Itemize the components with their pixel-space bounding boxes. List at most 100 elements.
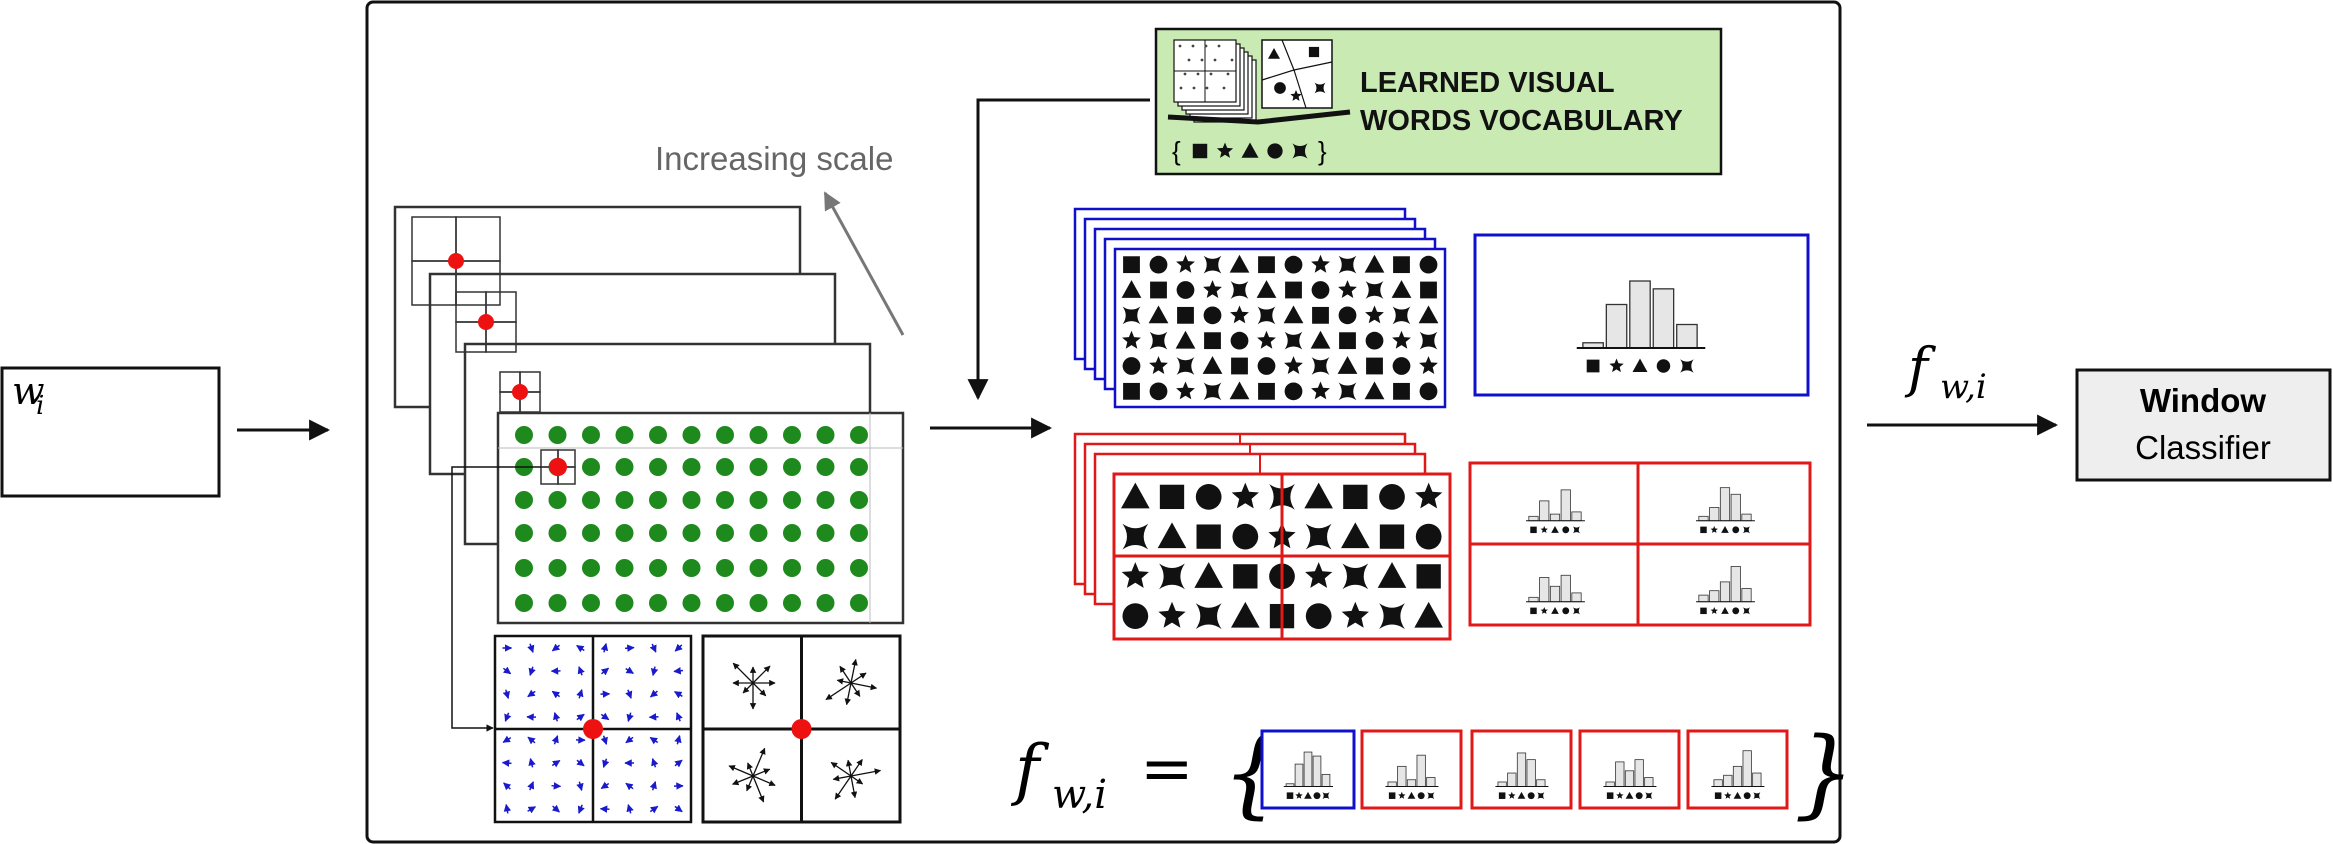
- dense-grid-point: [615, 491, 634, 509]
- circle-icon: [1176, 281, 1195, 299]
- dense-grid-point: [515, 594, 533, 612]
- gradient-arrow: [625, 689, 633, 699]
- star-icon: [1311, 381, 1330, 400]
- square-icon: [1700, 526, 1707, 534]
- gradient-arrow: [501, 759, 512, 767]
- keypoint-marker: [791, 719, 812, 739]
- circle-icon: [1338, 306, 1357, 325]
- gradient-arrow: [649, 643, 657, 653]
- dense-grid-point: [749, 559, 768, 577]
- star-icon: [1216, 142, 1234, 158]
- vocabulary-arrow: [967, 98, 1150, 401]
- circle-icon: [1419, 382, 1438, 401]
- circle-icon: [1392, 357, 1411, 375]
- square-icon: [1393, 382, 1410, 400]
- circle-icon: [1417, 792, 1425, 800]
- histogram-bar: [1709, 507, 1720, 522]
- gradient-arrow: [625, 735, 634, 744]
- square-icon: [1606, 792, 1614, 799]
- gradient-arrow: [502, 666, 512, 675]
- vocab-patch-dot: [1192, 86, 1196, 90]
- triangle-icon: [1194, 562, 1223, 588]
- dense-grid-point: [548, 426, 567, 444]
- histogram-bar: [1416, 754, 1426, 787]
- gradient-arrow: [674, 643, 683, 652]
- circle-icon: [1313, 792, 1321, 800]
- gradient-arrow: [624, 644, 635, 652]
- descriptor-grid-cell: [485, 321, 517, 353]
- orientation-arrow: [850, 682, 878, 691]
- histogram-bar: [1634, 759, 1644, 787]
- square-icon: [1123, 382, 1140, 400]
- orientation-arrow: [850, 775, 858, 799]
- square-icon: [1233, 564, 1258, 589]
- bowtie-icon: [1645, 792, 1653, 800]
- bowtie-icon: [1305, 523, 1332, 550]
- square-icon: [1343, 484, 1368, 510]
- histogram-bar: [1528, 596, 1539, 603]
- vocabulary-shapes: [1192, 142, 1308, 159]
- vocabulary-brace-open: {: [1172, 136, 1181, 166]
- orientation-arrow: [845, 759, 853, 777]
- circle-icon: [1230, 331, 1249, 350]
- vocab-patch-dot: [1205, 86, 1209, 90]
- vocab-patch-dot: [1217, 44, 1221, 48]
- dense-grid-point: [716, 426, 734, 444]
- bowtie-icon: [1537, 792, 1545, 800]
- equation-equals: =: [1140, 732, 1194, 806]
- bowtie-icon: [1314, 82, 1326, 94]
- gradient-arrow: [626, 712, 634, 723]
- dense-grid-point: [582, 491, 600, 509]
- star-icon: [1540, 526, 1548, 533]
- gradient-arrow: [502, 689, 510, 700]
- square-icon: [1258, 382, 1275, 400]
- gradient-arrow: [577, 804, 585, 814]
- gradient-arrow: [576, 713, 585, 722]
- histogram-bar: [1652, 288, 1675, 349]
- dense-grid-point: [783, 491, 801, 509]
- histogram-bar: [1698, 515, 1709, 522]
- scale-pyramid: [393, 205, 905, 732]
- orientation-arrow: [752, 682, 767, 697]
- level0-front-sheet: [1113, 247, 1447, 409]
- star-icon: [1203, 280, 1222, 298]
- circle-icon: [1415, 523, 1442, 550]
- circle-icon: [1562, 607, 1570, 615]
- orientation-arrow: [850, 682, 861, 697]
- dense-grid-point: [816, 594, 835, 612]
- orientation-arrow: [834, 775, 852, 800]
- bowtie-icon: [1203, 382, 1222, 401]
- gradient-arrow: [675, 712, 683, 722]
- square-icon: [1159, 484, 1185, 510]
- vocabulary-underline: [1167, 109, 1351, 125]
- square-icon: [1123, 256, 1140, 274]
- star-icon: [1176, 254, 1195, 273]
- gradient-arrow: [600, 735, 608, 745]
- orientation-arrow: [825, 682, 852, 701]
- dense-grid-point: [850, 491, 868, 509]
- triangle-icon: [1418, 305, 1439, 324]
- gradient-arrow: [649, 805, 659, 814]
- histogram-bar: [1698, 594, 1709, 603]
- pyramid-layer-front: [496, 411, 905, 625]
- square-icon: [1416, 564, 1441, 589]
- triangle-icon: [1364, 381, 1385, 400]
- circle-icon: [1379, 484, 1405, 510]
- gradient-arrow: [503, 782, 512, 791]
- circle-icon: [1257, 357, 1276, 375]
- star-icon: [1341, 601, 1369, 628]
- gradient-arrow: [527, 643, 535, 653]
- circle-icon: [1311, 281, 1330, 299]
- dense-grid-point: [615, 426, 634, 444]
- dense-grid-point: [582, 524, 600, 542]
- gradient-arrow: [674, 734, 682, 745]
- orientation-arrow: [850, 768, 882, 777]
- square-icon: [1312, 306, 1329, 324]
- bowtie-icon: [1203, 255, 1222, 274]
- dense-grid-point: [582, 426, 600, 444]
- cluster-boundaries: [1261, 39, 1333, 109]
- star-icon: [1338, 280, 1357, 298]
- dense-grid-point: [783, 426, 801, 444]
- vocab-patch-dot: [1222, 86, 1226, 90]
- star-icon: [1284, 356, 1303, 374]
